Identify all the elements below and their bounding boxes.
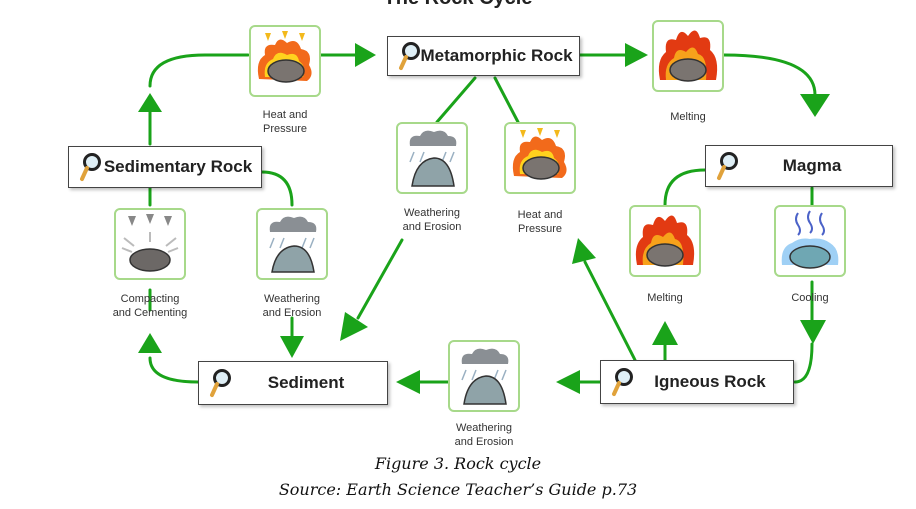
rain-cloud-rock-icon [409, 130, 457, 187]
arrowhead-to-melting-right [652, 321, 678, 345]
source-caption: Source: Earth Science Teacher’s Guide p.… [278, 480, 638, 499]
connector-metamorphic-heat [493, 76, 520, 124]
magnifier-icon [612, 368, 633, 396]
heat-rock-icon [257, 31, 312, 83]
process-label-heat-center: Heat and Pressure [517, 209, 563, 235]
rain-cloud-rock-icon [461, 348, 509, 405]
cooling-rock-icon [781, 210, 839, 269]
node-label: Sediment [267, 373, 345, 392]
node-magma: Magma [705, 145, 893, 187]
node-sedimentary-rock: Sedimentary Rock [68, 146, 262, 188]
node-label: Metamorphic Rock [420, 46, 573, 65]
arrowhead-up-sedimentary [138, 93, 162, 112]
node-igneous-rock: Igneous Rock [600, 360, 794, 404]
process-tile-compacting [114, 208, 186, 280]
process-tile-cooling [774, 205, 846, 277]
process-label-heat-top: Heat and Pressure [262, 109, 308, 135]
arrowhead-to-metamorphic [355, 43, 376, 67]
connector-magma-melting [663, 168, 707, 207]
connector-to-igneous [793, 342, 814, 384]
arrowhead-to-heat-center [572, 238, 596, 264]
magnifier-icon [210, 369, 231, 397]
arrowhead-weathering-left-down [280, 336, 304, 358]
process-tile-weathering-bottom [448, 340, 520, 412]
connector-sediment-curve [148, 356, 200, 384]
process-tile-heat-center [504, 122, 576, 194]
arrowhead-to-weathering-bottom [556, 370, 580, 394]
process-tile-weathering-center [396, 122, 468, 194]
node-label: Igneous Rock [654, 372, 766, 391]
node-label: Magma [782, 156, 842, 175]
process-tile-melting-top [652, 20, 724, 92]
connector-sedimentary-weathering [260, 170, 294, 207]
process-label-weathering-left: Weathering and Erosion [262, 293, 322, 319]
node-sediment: Sediment [198, 361, 388, 405]
diagram-title: The Rock Cycle [0, 0, 916, 10]
magnifier-icon [80, 153, 101, 181]
magnifier-icon [717, 152, 738, 180]
arrowhead-to-melting [625, 43, 648, 67]
arrowhead-to-sediment [396, 370, 420, 394]
node-label: Sedimentary Rock [103, 157, 253, 176]
process-label-weathering-center: Weathering and Erosion [402, 207, 462, 233]
process-tile-melting-right [629, 205, 701, 277]
connector-to-heat-top [148, 53, 250, 88]
magnifier-icon [399, 42, 420, 70]
process-tile-weathering-left [256, 208, 328, 280]
process-label-compacting: Compacting and Cementing [112, 293, 188, 319]
flame-rock-icon [635, 215, 695, 267]
arrowhead-sediment-up [138, 333, 162, 353]
process-label-melting-top: Melting [670, 111, 706, 123]
compress-rock-icon [121, 214, 179, 272]
flame-rock-icon [658, 30, 718, 82]
connector-weathering-to-sediment [356, 238, 404, 320]
process-tile-heat-top [249, 25, 321, 97]
connector-igneous-to-heat [583, 260, 637, 362]
process-label-weathering-bottom: Weathering and Erosion [454, 422, 514, 448]
rain-cloud-rock-icon [269, 216, 317, 273]
process-label-melting-right: Melting [647, 292, 683, 304]
connector-metamorphic-weathering [435, 76, 477, 124]
arrowhead-to-sediment-diagonal [340, 312, 368, 341]
heat-rock-icon [512, 128, 567, 180]
arrowhead-cooling-down [800, 320, 826, 344]
process-label-cooling: Cooling [791, 292, 829, 304]
arrowhead-to-magma [800, 94, 830, 117]
figure-caption: Figure 3. Rock cycle [374, 454, 542, 473]
connector-melting-to-magma [722, 53, 817, 97]
node-metamorphic-rock: Metamorphic Rock [387, 36, 580, 76]
